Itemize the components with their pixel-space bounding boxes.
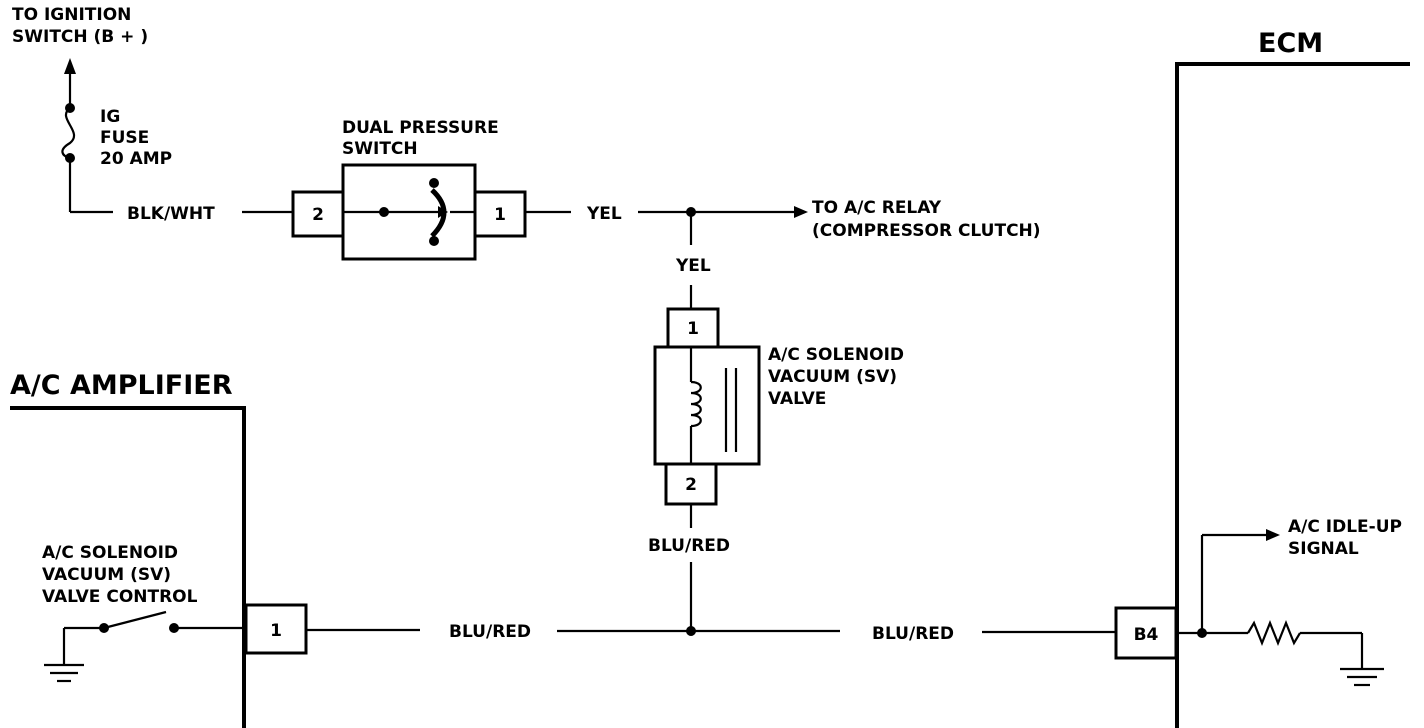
wire-label-yel-2: YEL: [675, 256, 711, 276]
fuse-icon: [61, 103, 76, 163]
wire-label-blu-red-right: BLU/RED: [872, 624, 954, 644]
switch-contact-icon: [64, 610, 244, 633]
dps-label-line2: SWITCH: [342, 139, 418, 159]
dps-pin-right: 1: [494, 205, 506, 225]
solenoid-pin-box-top: [666, 307, 720, 349]
ecm-boundary: [1175, 62, 1410, 728]
blu-red-junction-dot: [686, 626, 696, 636]
idle-up-label-line1: A/C IDLE-UP: [1288, 517, 1402, 537]
amplifier-title: A/C AMPLIFIER: [10, 370, 233, 401]
wire-label-blu-red-solenoid: BLU/RED: [648, 536, 730, 556]
fuse-label-line3: 20 AMP: [100, 149, 172, 169]
ignition-arrow-icon: [64, 58, 76, 105]
relay-arrow-icon: [794, 206, 808, 218]
idle-up-label-line2: SIGNAL: [1288, 539, 1359, 559]
amp-ctrl-label-line1: A/C SOLENOID: [42, 543, 178, 563]
ignition-label-line2: SWITCH (B + ): [12, 27, 148, 47]
amp-ctrl-label-line2: VACUUM (SV): [42, 565, 171, 585]
ground-icon-left: [44, 628, 84, 683]
wire-label-blk-wht: BLK/WHT: [127, 204, 215, 224]
amp-pin: 1: [270, 621, 282, 641]
solenoid-coil-icon: [689, 347, 738, 464]
relay-label-line1: TO A/C RELAY: [812, 198, 942, 218]
dps-label-line1: DUAL PRESSURE: [342, 118, 499, 138]
pressure-switch-icon: [343, 178, 475, 246]
ecm-pin-box: [1114, 606, 1178, 660]
solenoid-body: [653, 345, 761, 466]
dps-pin-box-right: [473, 190, 527, 238]
ecm-title: ECM: [1258, 28, 1323, 59]
ecm-pin: B4: [1134, 625, 1159, 645]
relay-label-line2: (COMPRESSOR CLUTCH): [812, 221, 1041, 241]
ground-icon-right: [1300, 631, 1384, 687]
solenoid-label-line1: A/C SOLENOID: [768, 345, 904, 365]
wire-label-blu-red-left: BLU/RED: [449, 622, 531, 642]
amplifier-boundary: [10, 406, 246, 728]
idle-up-arrow-icon: [1200, 529, 1280, 633]
dps-pin-left: 2: [312, 205, 324, 225]
dps-pin-box-left: [291, 190, 345, 238]
solenoid-pin-top: 1: [687, 319, 699, 339]
amp-ctrl-label-line3: VALVE CONTROL: [42, 587, 198, 607]
resistor-icon: [1247, 620, 1301, 646]
solenoid-label-line2: VACUUM (SV): [768, 367, 897, 387]
solenoid-pin-bottom: 2: [685, 475, 697, 495]
wire-label-yel-1: YEL: [586, 204, 622, 224]
solenoid-label-line3: VALVE: [768, 389, 826, 409]
fuse-label-line2: FUSE: [100, 128, 149, 148]
ignition-label-line1: TO IGNITION: [12, 5, 131, 25]
fuse-label-line1: IG: [100, 107, 120, 127]
